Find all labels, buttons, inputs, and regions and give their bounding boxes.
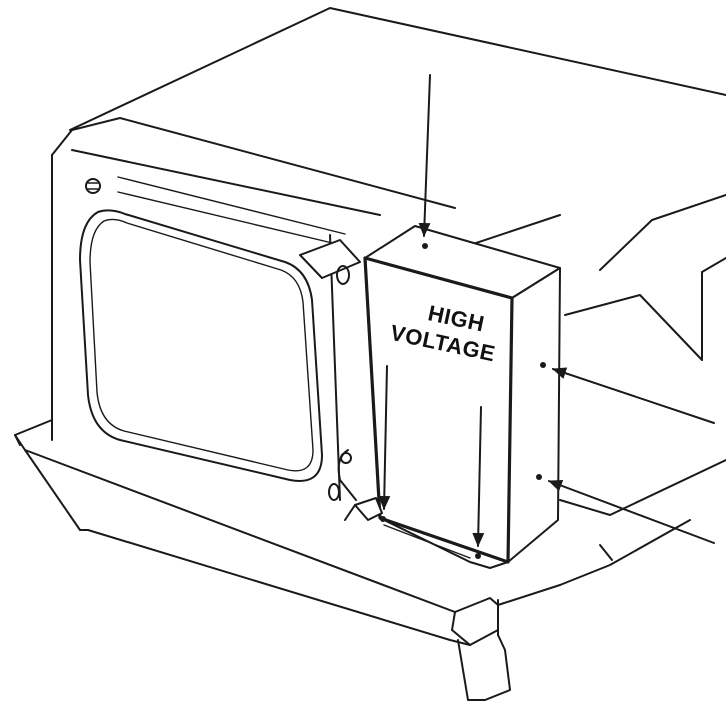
fastener-top <box>422 243 428 249</box>
screw-bottom-right <box>328 483 340 501</box>
high-voltage-cover: HIGH VOLTAGE <box>337 225 561 569</box>
arrow-side-upper <box>552 367 715 424</box>
arrow-side-lower <box>548 479 715 544</box>
screw-top-right <box>336 265 350 285</box>
arrow-bottom-left <box>378 365 391 510</box>
screw-top-left <box>85 178 101 194</box>
base-chassis <box>14 419 726 701</box>
fastener-side-lower <box>536 474 542 480</box>
arrow-bottom-right <box>472 406 485 547</box>
arrow-top <box>418 74 431 237</box>
front-bezel <box>51 117 456 501</box>
crt-screen <box>79 209 323 482</box>
fastener-bottom-left <box>380 516 386 522</box>
fastener-side-upper <box>540 362 546 368</box>
fastener-bottom-right <box>475 553 481 559</box>
callout-arrows <box>378 74 715 547</box>
